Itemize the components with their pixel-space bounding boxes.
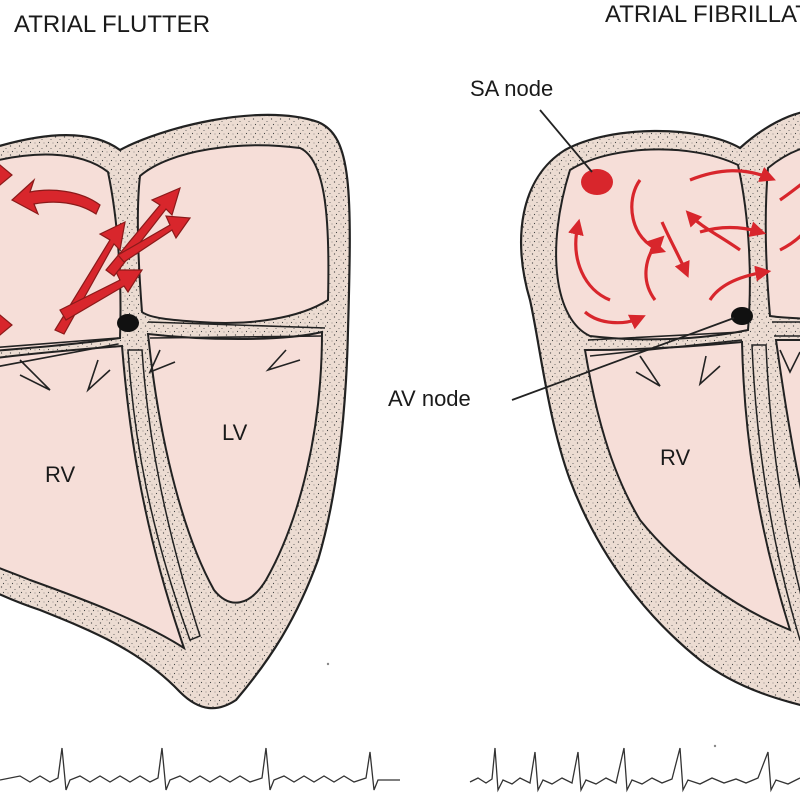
- av-node-leader: [511, 317, 735, 401]
- flutter-ecg-trace: [0, 747, 400, 791]
- fibrillation-right-ventricle: [583, 340, 792, 632]
- sa-node: [581, 169, 613, 195]
- sa-node-label: SA node: [470, 76, 553, 101]
- sa-node-leader: [539, 109, 593, 173]
- flutter-rv-label: RV: [45, 462, 75, 487]
- fibrillation-rv-label: RV: [660, 445, 690, 470]
- flutter-septum: [127, 349, 201, 641]
- fibrillation-left-ventricle: [774, 339, 800, 490]
- flutter-lv-label: LV: [222, 420, 248, 445]
- av-node-label: AV node: [388, 386, 471, 411]
- fibrillation-title: ATRIAL FIBRILLATION: [605, 1, 800, 28]
- fibrillation-left-atrium: [764, 148, 800, 320]
- flutter-title: ATRIAL FLUTTER: [14, 11, 210, 38]
- fibrillation-heart: [520, 111, 800, 707]
- fibrillation-panel: ATRIAL FIBRILLATION: [388, 1, 800, 793]
- fibrillation-av-node: [731, 307, 753, 325]
- flutter-av-node: [117, 314, 139, 332]
- flutter-panel: ATRIAL FLUTTER: [0, 11, 400, 791]
- fibrillation-septum: [751, 344, 800, 641]
- fibrillation-ecg-trace: [469, 747, 800, 793]
- flutter-left-atrium: [136, 144, 330, 325]
- flutter-heart: [0, 113, 351, 710]
- flutter-impulse-arrows: [0, 164, 192, 336]
- fibrillation-impulse-arrows: [568, 167, 800, 330]
- flutter-left-ventricle: [146, 330, 324, 604]
